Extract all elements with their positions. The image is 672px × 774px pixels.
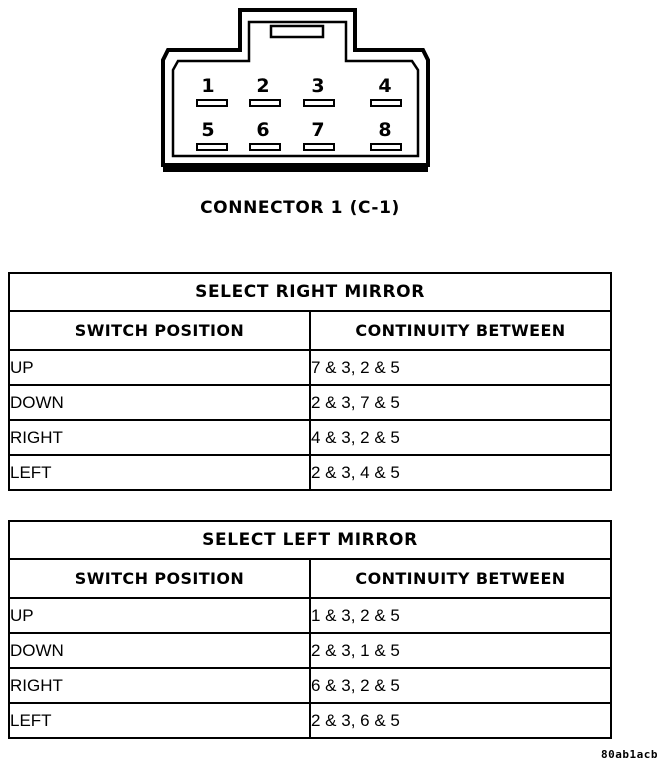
table-title-row: SELECT RIGHT MIRROR bbox=[8, 272, 612, 312]
continuity-down: 2 & 3, 1 & 5 bbox=[309, 632, 612, 669]
continuity-right: 6 & 3, 2 & 5 bbox=[309, 667, 612, 704]
select-right-mirror-table: SELECT RIGHT MIRROR SWITCH POSITION CONT… bbox=[8, 272, 612, 491]
table-title: SELECT LEFT MIRROR bbox=[8, 520, 612, 560]
pin-number-7: 7 bbox=[311, 119, 325, 141]
switch-position-down: DOWN bbox=[8, 632, 311, 669]
continuity-up: 1 & 3, 2 & 5 bbox=[309, 597, 612, 634]
switch-position-left: LEFT bbox=[8, 454, 311, 491]
table-row: UP 1 & 3, 2 & 5 bbox=[8, 597, 612, 634]
table-row: RIGHT 4 & 3, 2 & 5 bbox=[8, 419, 612, 456]
connector-shell-inner bbox=[171, 20, 420, 158]
pin-number-6: 6 bbox=[256, 119, 270, 141]
table-title-row: SELECT LEFT MIRROR bbox=[8, 520, 612, 560]
pin-slot-4 bbox=[370, 99, 402, 107]
pin-number-5: 5 bbox=[201, 119, 215, 141]
pin-slot-7 bbox=[303, 143, 335, 151]
pin-number-1: 1 bbox=[201, 75, 215, 97]
pin-slot-5 bbox=[196, 143, 228, 151]
column-header-switch-position: SWITCH POSITION bbox=[8, 558, 311, 599]
continuity-up: 7 & 3, 2 & 5 bbox=[309, 349, 612, 386]
table-row: UP 7 & 3, 2 & 5 bbox=[8, 349, 612, 386]
pin-number-3: 3 bbox=[311, 75, 325, 97]
table-title: SELECT RIGHT MIRROR bbox=[8, 272, 612, 312]
pin-number-8: 8 bbox=[378, 119, 392, 141]
pin-number-4: 4 bbox=[378, 75, 392, 97]
pin-slot-8 bbox=[370, 143, 402, 151]
table-row: DOWN 2 & 3, 1 & 5 bbox=[8, 632, 612, 669]
switch-position-right: RIGHT bbox=[8, 419, 311, 456]
table-header-row: SWITCH POSITION CONTINUITY BETWEEN bbox=[8, 558, 612, 599]
continuity-down: 2 & 3, 7 & 5 bbox=[309, 384, 612, 421]
connector-latch-slot bbox=[269, 24, 325, 39]
pin-slot-6 bbox=[249, 143, 281, 151]
pin-slot-2 bbox=[249, 99, 281, 107]
column-header-continuity-between: CONTINUITY BETWEEN bbox=[309, 558, 612, 599]
switch-position-up: UP bbox=[8, 597, 311, 634]
switch-position-down: DOWN bbox=[8, 384, 311, 421]
column-header-switch-position: SWITCH POSITION bbox=[8, 310, 311, 351]
table-row: DOWN 2 & 3, 7 & 5 bbox=[8, 384, 612, 421]
connector-outline-drawing bbox=[161, 8, 430, 172]
continuity-right: 4 & 3, 2 & 5 bbox=[309, 419, 612, 456]
switch-position-left: LEFT bbox=[8, 702, 311, 739]
select-left-mirror-table: SELECT LEFT MIRROR SWITCH POSITION CONTI… bbox=[8, 520, 612, 739]
continuity-left: 2 & 3, 4 & 5 bbox=[309, 454, 612, 491]
figure-reference-code: 80ab1acb bbox=[601, 748, 658, 761]
switch-position-up: UP bbox=[8, 349, 311, 386]
continuity-left: 2 & 3, 6 & 5 bbox=[309, 702, 612, 739]
pin-slot-1 bbox=[196, 99, 228, 107]
pin-number-2: 2 bbox=[256, 75, 270, 97]
connector-figure: 1 2 3 4 5 6 7 8 CONNECTOR 1 (C-1) bbox=[0, 0, 672, 230]
table-row: RIGHT 6 & 3, 2 & 5 bbox=[8, 667, 612, 704]
column-header-continuity-between: CONTINUITY BETWEEN bbox=[309, 310, 612, 351]
table-header-row: SWITCH POSITION CONTINUITY BETWEEN bbox=[8, 310, 612, 351]
table-row: LEFT 2 & 3, 6 & 5 bbox=[8, 702, 612, 739]
pin-slot-3 bbox=[303, 99, 335, 107]
connector-base-bar bbox=[163, 165, 428, 172]
switch-position-right: RIGHT bbox=[8, 667, 311, 704]
table-row: LEFT 2 & 3, 4 & 5 bbox=[8, 454, 612, 491]
connector-caption: CONNECTOR 1 (C-1) bbox=[200, 198, 400, 218]
